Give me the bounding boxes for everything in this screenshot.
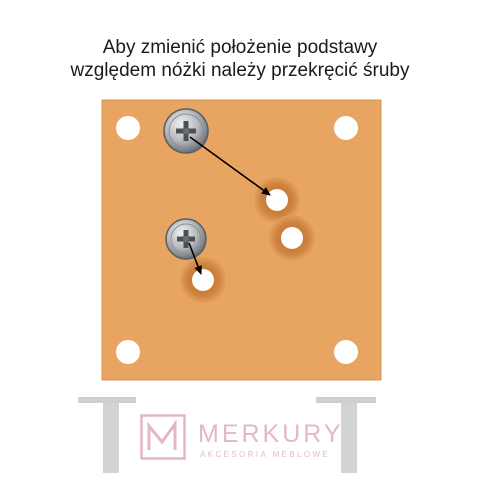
recess-hole-middle	[269, 215, 315, 261]
watermark-tagline: AKCESORIA MEBLOWE	[200, 450, 331, 459]
corner-hole-bottom-left	[116, 340, 140, 364]
corner-hole-top-left	[116, 116, 140, 140]
corner-hole-top-right	[334, 116, 358, 140]
arrow-icon	[188, 242, 202, 275]
recess-hole-lower	[180, 257, 226, 303]
merkury-logo-icon	[140, 414, 186, 460]
arrow-icon	[189, 136, 271, 196]
watermark-brand: MERKURY	[198, 420, 344, 448]
instruction-caption: Aby zmienić położenie podstawy względem …	[0, 36, 480, 82]
screw-icon	[165, 218, 207, 260]
screw-icon	[163, 108, 209, 154]
furniture-leg-right	[316, 397, 376, 473]
caption-line-2: względem nóżki należy przekręcić śruby	[70, 60, 410, 81]
corner-hole-bottom-right	[334, 340, 358, 364]
merkury-watermark: MERKURY AKCESORIA MEBLOWE	[140, 412, 350, 472]
furniture-leg-left	[78, 397, 136, 473]
caption-line-1: Aby zmienić położenie podstawy	[102, 37, 378, 58]
mounting-plate	[101, 99, 382, 381]
